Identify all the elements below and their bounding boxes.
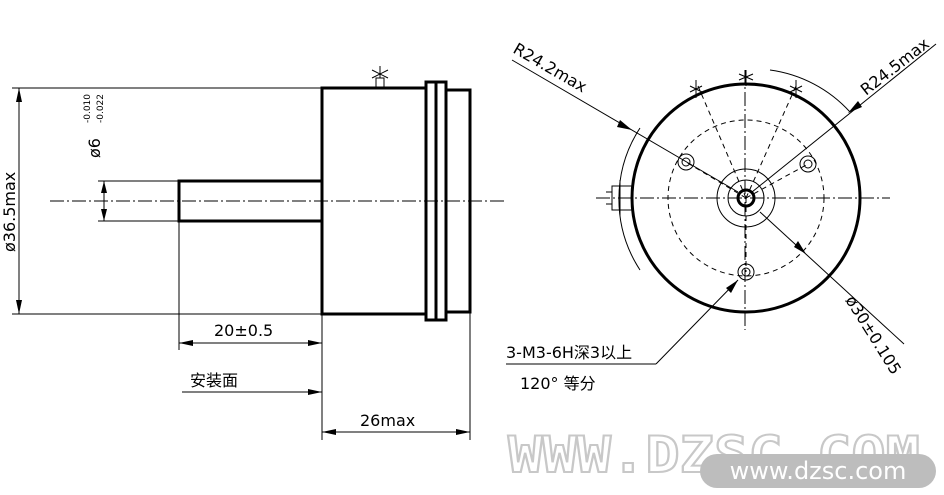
- arc-r24-5: [769, 69, 851, 113]
- watermark-badge-text: www.dzsc.com: [730, 457, 907, 485]
- leader-hole-circle: [759, 211, 905, 345]
- mount-hole-1: [677, 153, 695, 171]
- leader-r24-5: [751, 43, 937, 193]
- front-terminal-2: [738, 70, 754, 86]
- shaft-tol-upper: -0.010: [83, 94, 93, 123]
- hole-circle-label: ø30±0.105: [842, 292, 905, 378]
- watermark-badge: [700, 454, 936, 488]
- holes-angle-label: 120° 等分: [520, 374, 596, 393]
- shaft-outline: [177, 179, 324, 223]
- front-terminal-1: [689, 80, 703, 98]
- leader-holes: [655, 279, 739, 365]
- shaft-length-label: 20±0.5: [214, 321, 273, 340]
- radius-right-label: R24.5max: [857, 34, 933, 99]
- body-length-label: 26max: [360, 411, 415, 430]
- watermark: WWW.DZSC.COM www.dzsc.com: [507, 425, 936, 488]
- shaft-circle: [736, 188, 756, 208]
- arc-r24-2: [618, 127, 641, 271]
- side-view: ø36.5max ø6 -0.010 -0.022 20±0.5 安装面 26m…: [0, 66, 505, 440]
- hole-pitch-circle: [667, 119, 825, 277]
- holes-spec-label: 3-M3-6H深3以上: [506, 343, 632, 362]
- body-diameter-label: ø36.5max: [0, 172, 19, 252]
- side-terminal: [371, 66, 389, 89]
- front-terminal-3: [789, 80, 803, 98]
- front-view: R24.2max R24.5max ø30±0.105 3-M3-6H深3以上 …: [506, 34, 937, 393]
- flange-rear: [444, 88, 472, 314]
- shaft-diameter-label: ø6: [85, 138, 104, 158]
- mount-hole-2: [799, 155, 817, 173]
- shaft-tol-lower: -0.022: [96, 94, 106, 123]
- mounting-face-label: 安装面: [190, 371, 238, 390]
- radius-left-label: R24.2max: [510, 39, 590, 96]
